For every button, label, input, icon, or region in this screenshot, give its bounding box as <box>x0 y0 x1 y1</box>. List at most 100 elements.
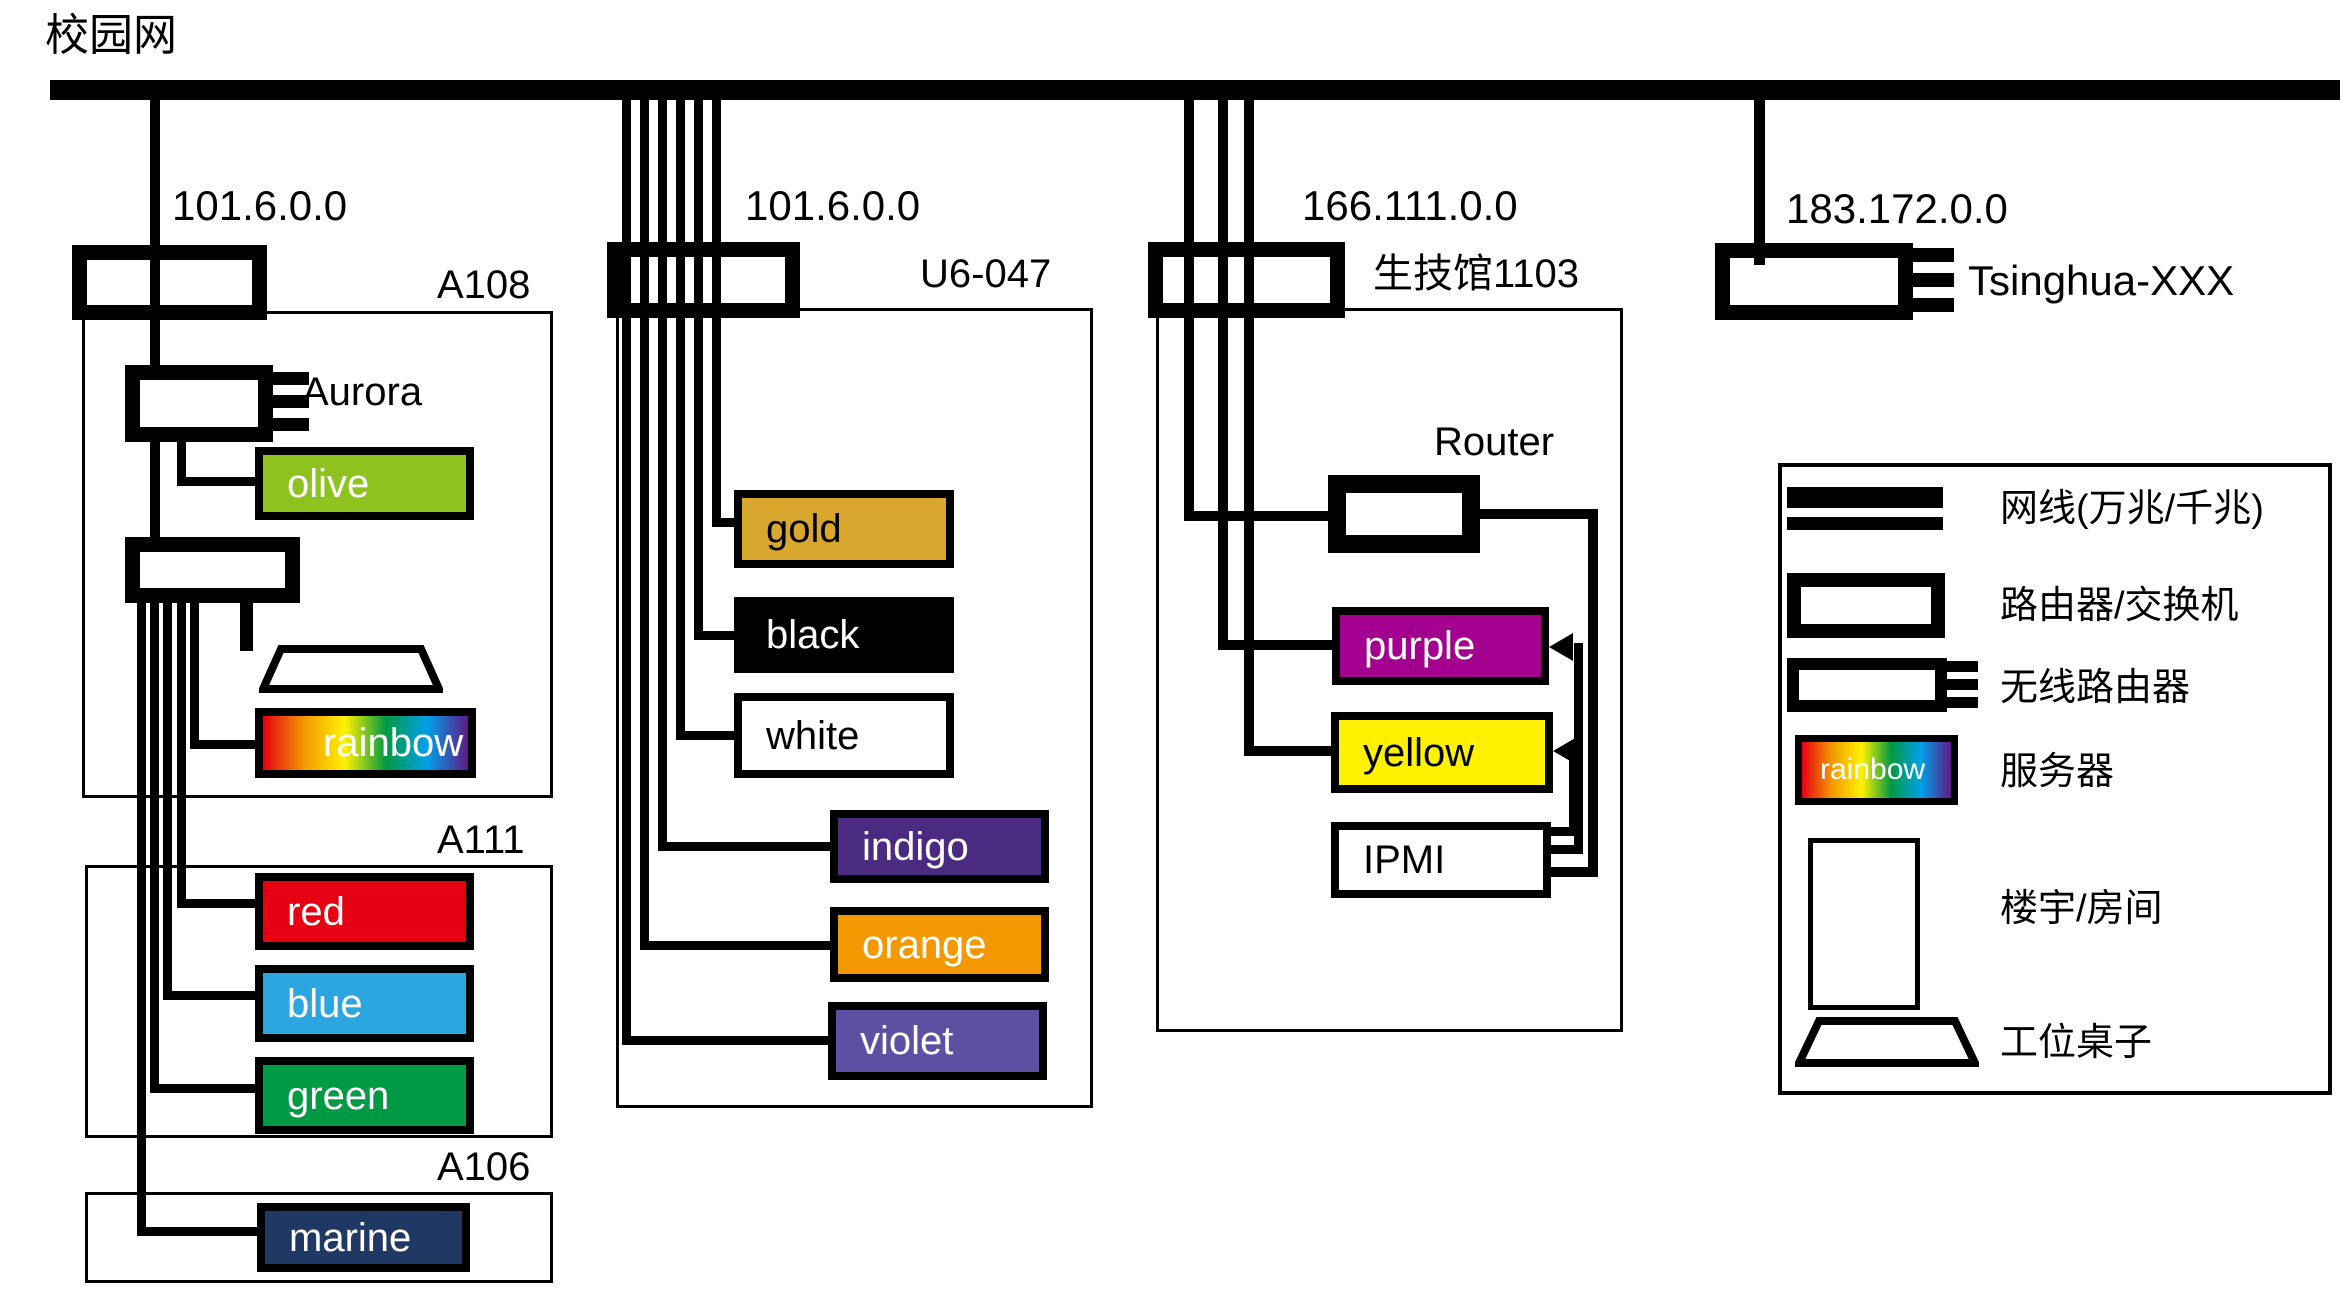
room-a106-label: A106 <box>437 1145 531 1189</box>
legend-cable-thick-icon <box>1787 487 1943 508</box>
cable-bus-to-orange-v <box>640 100 649 950</box>
room-box-shengjiguan <box>1156 308 1623 1032</box>
server-ipmi: IPMI <box>1331 822 1551 898</box>
room-box-a106 <box>85 1192 553 1283</box>
cable-switch-to-green-h <box>150 1084 259 1093</box>
arrow-into-purple-icon <box>1549 633 1573 661</box>
cable-bus-to-white-h <box>676 731 738 740</box>
wifi-prong-icon <box>1947 697 1978 708</box>
cable-ipmi-to-purple-v <box>1574 643 1583 854</box>
desk-trapezoid <box>259 645 443 693</box>
a108-switch <box>125 537 300 603</box>
cable-bus-to-gold-v <box>712 100 721 527</box>
legend-building-label: 楼宇/房间 <box>2000 888 2163 930</box>
legend-server-sample-label: rainbow <box>1820 753 1926 786</box>
cable-bus-to-black-v <box>694 100 703 640</box>
cable-bus-to-branch1 <box>150 100 160 366</box>
server-gold: gold <box>734 490 954 568</box>
cable-switch-to-red-v <box>177 603 186 908</box>
cable-ipmi-to-yellow-h <box>1549 827 1578 836</box>
cable-switch-to-desk <box>240 603 253 651</box>
cable-switch-to-blue-v <box>163 603 172 1000</box>
cable-switch-to-rainbow-h <box>190 740 259 749</box>
cable-bus-to-yellow-v <box>1244 100 1254 756</box>
cable-aurora-to-switch <box>150 442 160 537</box>
legend-desk-icon <box>1795 1017 1979 1067</box>
server-red-label: red <box>287 889 345 934</box>
server-olive: olive <box>255 447 474 520</box>
branch2-room-label: U6-047 <box>920 252 1052 296</box>
server-purple-label: purple <box>1364 624 1476 668</box>
legend-cable-label: 网线(万兆/千兆) <box>2000 488 2264 530</box>
branch1-ip-label: 101.6.0.0 <box>172 182 348 229</box>
server-yellow: yellow <box>1331 712 1553 793</box>
cable-bus-to-black-h <box>694 631 738 640</box>
cable-bus-to-router-device-h <box>1184 511 1332 521</box>
wifi-prong-icon <box>1913 248 1954 262</box>
legend-cable-thin-icon <box>1787 517 1943 530</box>
cable-bus-to-orange-h <box>640 941 834 950</box>
branch3-room-label: 生技馆1103 <box>1373 252 1580 296</box>
legend-wifi-icon <box>1787 658 1947 712</box>
room-a111-label: A111 <box>437 818 525 862</box>
server-orange: orange <box>830 907 1049 982</box>
server-yellow-label: yellow <box>1363 730 1475 775</box>
legend-server-label: 服务器 <box>2000 751 2115 793</box>
branch1-router <box>72 245 267 320</box>
server-red: red <box>255 873 474 950</box>
server-white: white <box>734 693 954 778</box>
arrow-into-yellow-icon <box>1553 737 1577 765</box>
legend-wifi-label: 无线路由器 <box>2000 667 2191 709</box>
cable-ipmi-to-purple-h <box>1549 845 1583 854</box>
cable-bus-to-yellow-h <box>1244 746 1335 756</box>
branch4-wireless-router <box>1715 243 1913 320</box>
campus-network-label: 校园网 <box>45 11 177 60</box>
cable-switch-to-marine-v <box>137 603 146 1236</box>
branch1-room-label: A108 <box>437 263 531 307</box>
wifi-prong-icon <box>1913 273 1954 287</box>
wifi-prong-icon <box>1913 298 1954 312</box>
server-marine: marine <box>257 1203 470 1272</box>
wifi-prong-icon <box>1947 679 1978 690</box>
server-orange-label: orange <box>862 922 987 967</box>
server-gold-label: gold <box>766 507 842 551</box>
server-black-label: black <box>766 613 860 657</box>
server-blue-label: blue <box>287 981 363 1026</box>
wifi-prong-icon <box>273 372 309 385</box>
backbone-bus-line <box>50 80 2340 100</box>
cable-bus-to-router-device-v <box>1184 100 1194 521</box>
cable-bus-to-indigo-v <box>658 100 667 851</box>
cable-bus-to-purple-h <box>1218 640 1336 650</box>
cable-bus-to-branch4 <box>1754 100 1765 265</box>
cable-switch-to-marine-h <box>137 1227 261 1236</box>
branch2-ip-label: 101.6.0.0 <box>745 182 921 229</box>
cable-bus-to-white-v <box>676 100 685 740</box>
server-rainbow-label: rainbow <box>323 721 464 765</box>
server-black: black <box>734 597 954 673</box>
aurora-wireless-router <box>125 365 273 442</box>
server-green-label: green <box>287 1073 390 1118</box>
server-violet-label: violet <box>860 1019 954 1063</box>
legend-desk-label: 工位桌子 <box>2000 1022 2153 1064</box>
room-box-u6-047 <box>616 308 1093 1108</box>
cable-bus-to-gold-h <box>712 518 738 527</box>
cable-switch-to-red-h <box>177 899 259 908</box>
branch4-ssid-label: Tsinghua-XXX <box>1968 257 2235 304</box>
cable-switch-to-blue-h <box>163 991 259 1000</box>
cable-router-right-h <box>1480 509 1598 519</box>
server-olive-label: olive <box>287 461 370 506</box>
legend-server-icon: rainbow <box>1795 735 1958 805</box>
legend-box <box>1778 463 2332 1095</box>
server-rainbow: rainbow <box>255 708 476 778</box>
cable-switch-to-green-v <box>150 603 159 1093</box>
server-marine-label: marine <box>289 1215 412 1260</box>
wifi-prong-icon <box>273 418 309 431</box>
legend-router-icon <box>1787 573 1945 638</box>
aurora-label: Aurora <box>302 370 423 414</box>
cable-aurora-to-olive-h <box>177 477 259 486</box>
wifi-prong-icon <box>273 395 309 408</box>
cable-router-right-v <box>1588 509 1598 877</box>
legend-router-label: 路由器/交换机 <box>2000 585 2239 627</box>
router-device-label: Router <box>1434 420 1555 464</box>
